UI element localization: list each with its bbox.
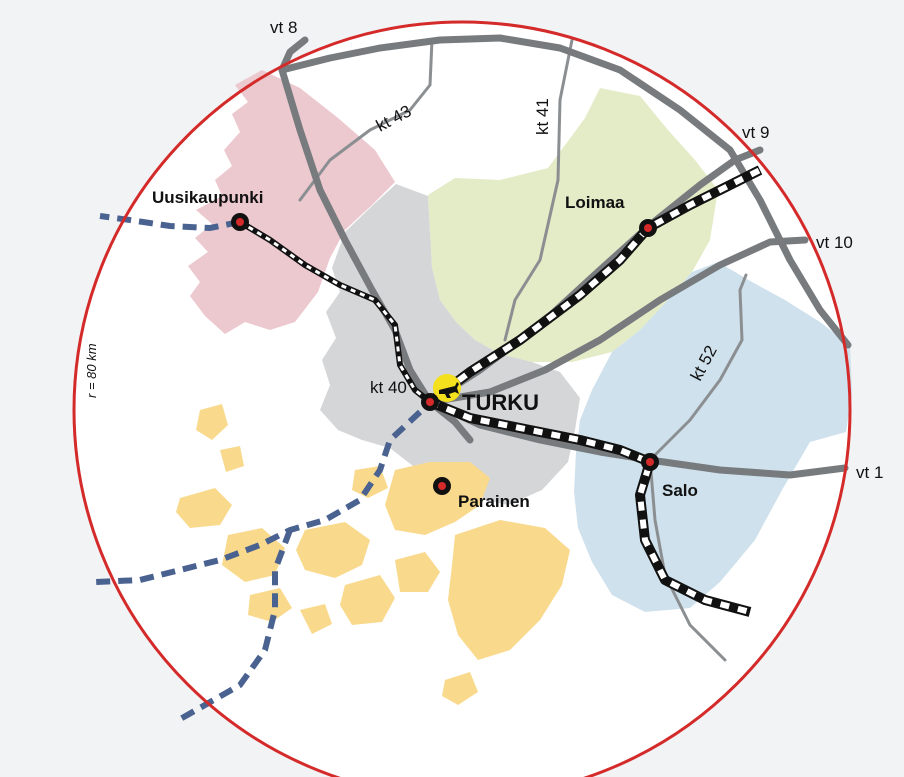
- region-west: [188, 70, 395, 334]
- road-label-vt10: vt 10: [816, 233, 853, 252]
- road-label-vt8: vt 8: [270, 18, 297, 37]
- road-label-kt41: kt 41: [533, 98, 552, 135]
- road-kt41-line: [503, 38, 574, 342]
- region-north: [428, 88, 718, 362]
- airport-icon: [433, 374, 461, 402]
- island: [448, 520, 570, 660]
- island: [296, 522, 370, 578]
- city-marker-salo: [641, 453, 659, 471]
- road-vt8-line: [278, 36, 434, 406]
- city-label-salo: Salo: [662, 481, 698, 500]
- road-vt8-east-line: [278, 34, 852, 349]
- road-vt10-line: [426, 236, 809, 406]
- city-label-uusikaupunki: Uusikaupunki: [152, 188, 263, 207]
- city-labels: TURKU Uusikaupunki Loimaa Salo Parainen: [152, 188, 698, 511]
- city-marker-turku: [421, 393, 439, 411]
- minor-roads: [298, 38, 748, 662]
- road-label-vt1: vt 1: [856, 463, 883, 482]
- road-kt43-line: [298, 38, 434, 202]
- radius-label: r = 80 km: [84, 343, 99, 398]
- island: [196, 404, 228, 440]
- island: [300, 604, 332, 634]
- city-marker-uusikaupunki: [231, 213, 249, 231]
- city-marker-parainen: [433, 477, 451, 495]
- island: [442, 672, 478, 705]
- ferry-routes: [94, 213, 423, 725]
- rail-salo-dash: [428, 399, 751, 615]
- city-label-loimaa: Loimaa: [565, 193, 625, 212]
- island: [176, 488, 232, 528]
- road-label-kt40: kt 40: [370, 378, 407, 397]
- island: [340, 575, 395, 625]
- island: [395, 552, 440, 592]
- city-label-parainen: Parainen: [458, 492, 530, 511]
- ferry-uusikaupunki: [99, 213, 241, 232]
- ferry-south: [173, 528, 293, 725]
- island: [220, 446, 244, 472]
- rail-loimaa-dash: [428, 167, 762, 405]
- island: [385, 462, 490, 535]
- island: [248, 588, 292, 622]
- radius-circle: [72, 20, 852, 777]
- road-label-vt9: vt 9: [742, 123, 769, 142]
- rail-uusikaupunki-base: [238, 219, 432, 405]
- city-marker-loimaa: [639, 219, 657, 237]
- city-markers: [231, 213, 659, 495]
- city-label-turku: TURKU: [462, 390, 539, 415]
- road-kt52-line: [648, 273, 748, 462]
